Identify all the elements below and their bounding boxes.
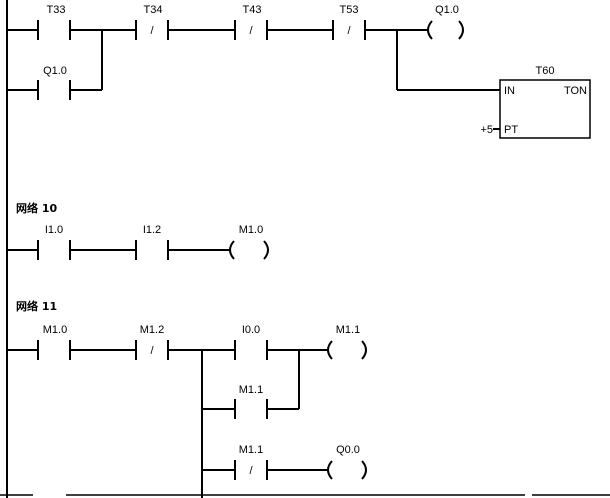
nc-slash: / (249, 465, 253, 477)
timer-name: T60 (536, 65, 555, 77)
coil-label: Q0.0 (336, 444, 360, 456)
coil-label: M1.0 (239, 224, 263, 236)
contact-m1-2[interactable]: / M1.2 (135, 324, 169, 360)
timer-pt-label: PT (504, 124, 518, 136)
contact-i0-0[interactable]: I0.0 (234, 324, 268, 360)
network-title: 网络 10 (16, 201, 57, 215)
nc-slash: / (249, 25, 253, 37)
timer-type-label: TON (564, 85, 587, 97)
contact-label: T53 (340, 4, 359, 16)
network-9: T33 / T34 / T43 / T53 (7, 4, 591, 139)
coil-q0-0[interactable]: Q0.0 (327, 444, 367, 480)
contact-label: M1.1 (239, 444, 263, 456)
coil-label: M1.1 (336, 324, 360, 336)
contact-m1-1-parallel[interactable]: M1.1 (234, 384, 268, 419)
nc-slash: / (347, 25, 351, 37)
contact-label: T34 (144, 4, 163, 16)
nc-slash: / (150, 25, 154, 37)
coil-q1-0[interactable]: Q1.0 (427, 4, 464, 40)
network-title: 网络 11 (16, 299, 57, 313)
contact-i1-0[interactable]: I1.0 (7, 224, 71, 260)
network-10: 网络 10 I1.0 I1.2 M1.0 (7, 201, 269, 260)
coil-m1-1[interactable]: M1.1 (327, 324, 367, 360)
coil-label: Q1.0 (435, 4, 459, 16)
contact-q1-0-parallel[interactable]: Q1.0 (7, 65, 71, 100)
contact-m1-1-nc[interactable]: / M1.1 (234, 444, 268, 480)
contact-t33[interactable]: T33 (7, 4, 71, 40)
contact-label: M1.1 (239, 384, 263, 396)
contact-label: I1.2 (143, 224, 161, 236)
contact-t34[interactable]: / T34 (135, 4, 169, 40)
contact-m1-0[interactable]: M1.0 (7, 324, 71, 360)
contact-label: T43 (243, 4, 262, 16)
contact-t43[interactable]: / T43 (234, 4, 268, 40)
timer-in-label: IN (504, 85, 515, 97)
contact-t53[interactable]: / T53 (332, 4, 366, 40)
timer-t60[interactable]: T60 IN TON PT +5 (480, 65, 591, 139)
contact-label: I1.0 (45, 224, 63, 236)
network-11: 网络 11 M1.0 / M1.2 I0.0 M1.1 (7, 299, 367, 498)
contact-label: T33 (47, 4, 66, 16)
contact-label: M1.2 (140, 324, 164, 336)
contact-label: I0.0 (242, 324, 260, 336)
contact-label: Q1.0 (43, 65, 67, 77)
timer-pt-value: +5 (480, 124, 493, 136)
contact-label: M1.0 (43, 324, 67, 336)
contact-i1-2[interactable]: I1.2 (135, 224, 169, 260)
nc-slash: / (150, 345, 154, 357)
coil-m1-0[interactable]: M1.0 (229, 224, 269, 260)
